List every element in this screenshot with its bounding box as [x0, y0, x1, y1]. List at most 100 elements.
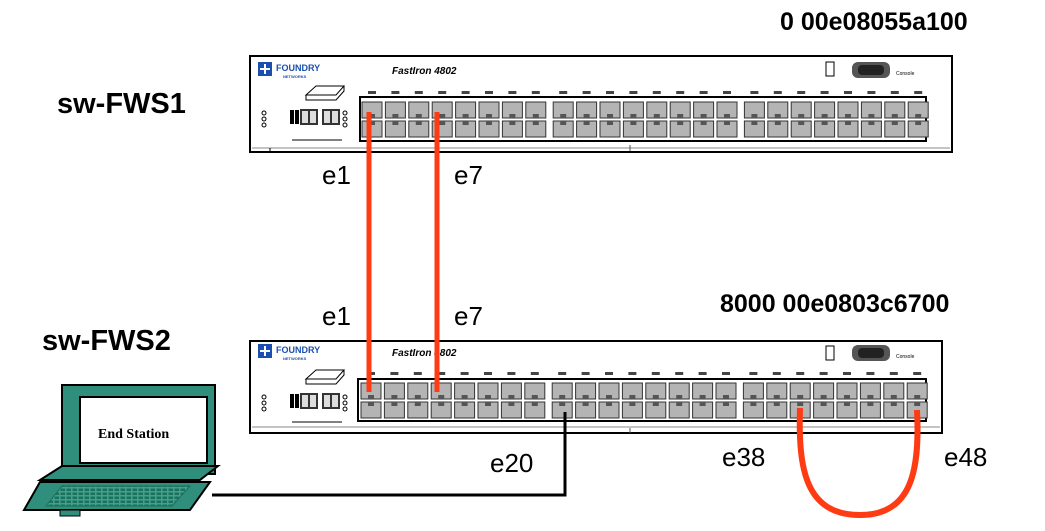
port-led: [652, 91, 661, 94]
port-latch: [438, 402, 445, 406]
port-led: [461, 91, 470, 94]
port-latch: [629, 402, 636, 406]
port-latch: [750, 395, 757, 399]
end-station-laptop: [22, 384, 221, 517]
port-latch: [392, 114, 399, 118]
port-led: [819, 372, 828, 375]
port-latch: [676, 402, 683, 406]
port-latch: [820, 402, 827, 406]
port-latch: [560, 114, 567, 118]
bridge-id-sw-fws1: 0 00e08055a100: [780, 8, 968, 36]
port-latch: [532, 114, 539, 118]
port-led: [914, 91, 923, 94]
port-array-sw-fws1: [361, 91, 929, 138]
port-latch: [509, 114, 516, 118]
port-latch: [391, 402, 398, 406]
port-latch: [508, 402, 515, 406]
port-latch: [462, 114, 469, 118]
port-latch: [606, 402, 612, 406]
port-led: [485, 91, 493, 94]
port-latch: [414, 402, 421, 406]
port-led: [438, 91, 447, 94]
port-led: [890, 91, 899, 94]
port-latch: [486, 114, 492, 118]
port-latch: [798, 121, 805, 125]
port-latch: [867, 395, 874, 399]
port-led: [628, 372, 637, 375]
port-led: [390, 372, 399, 375]
port-latch: [607, 121, 613, 125]
port-latch: [652, 402, 659, 406]
port-latch: [797, 402, 804, 406]
port-led: [582, 91, 591, 94]
port-latch: [414, 395, 421, 399]
port-latch: [560, 121, 567, 125]
port-led: [530, 372, 539, 375]
port-latch: [486, 121, 492, 125]
port-led: [414, 91, 423, 94]
port-led: [508, 91, 517, 94]
port-latch: [582, 402, 589, 406]
port-label-sw2-e48: e48: [944, 442, 988, 472]
port-led: [581, 372, 590, 375]
links: [212, 112, 921, 519]
port-latch: [891, 114, 898, 118]
console-port: Console: [825, 61, 915, 78]
port-latch: [630, 121, 637, 125]
port-latch: [559, 402, 566, 406]
port-label-sw1-e1: e1: [322, 160, 351, 190]
power-supply-panel: [261, 369, 348, 423]
port-label-sw2-e20: e20: [490, 448, 534, 478]
port-led: [675, 372, 684, 375]
port-latch: [797, 395, 804, 399]
port-latch: [368, 402, 374, 406]
port-led: [559, 91, 568, 94]
port-latch: [653, 121, 660, 125]
switch-chassis-sw-fws2: FOUNDRY NETWORKS FastIron 4802: [249, 340, 943, 434]
port-led: [750, 91, 759, 94]
port-latch: [509, 121, 516, 125]
switch-name-sw-fws1: sw-FWS1: [57, 88, 186, 120]
port-latch: [723, 402, 729, 406]
port-latch: [890, 395, 897, 399]
port-latch: [914, 402, 921, 406]
bridge-id-sw-fws2: 8000 00e0803c6700: [720, 290, 950, 318]
port-latch: [774, 121, 781, 125]
port-latch: [700, 121, 707, 125]
port-led: [391, 91, 400, 94]
port-latch: [532, 121, 539, 125]
foundry-logo: FOUNDRY NETWORKS: [258, 344, 320, 361]
port-led: [867, 91, 876, 94]
port-latch: [677, 121, 684, 125]
port-led: [629, 91, 638, 94]
port-latch: [891, 121, 898, 125]
port-latch: [750, 402, 757, 406]
brand-name: FOUNDRY: [276, 63, 320, 73]
port-latch: [462, 121, 469, 125]
port-latch: [438, 395, 445, 399]
port-led: [558, 372, 567, 375]
port-latch: [867, 402, 874, 406]
model-label: FastIron 4802: [392, 66, 457, 77]
port-latch: [751, 121, 758, 125]
port-latch: [821, 121, 828, 125]
port-latch: [914, 395, 921, 399]
port-led: [507, 372, 516, 375]
port-led: [676, 91, 685, 94]
port-latch: [415, 121, 422, 125]
brand-sub: NETWORKS: [283, 356, 307, 361]
port-latch: [723, 395, 729, 399]
port-array-sw-fws2: [360, 372, 928, 419]
port-latch: [629, 395, 636, 399]
port-label-sw1-e7: e7: [454, 160, 483, 190]
port-latch: [439, 114, 446, 118]
port-latch: [391, 395, 398, 399]
port-led: [368, 91, 376, 94]
port-led: [413, 372, 422, 375]
foundry-logo: FOUNDRY NETWORKS: [258, 62, 320, 79]
port-led: [651, 372, 660, 375]
port-led: [820, 91, 829, 94]
port-led: [889, 372, 898, 375]
port-latch: [845, 121, 851, 125]
